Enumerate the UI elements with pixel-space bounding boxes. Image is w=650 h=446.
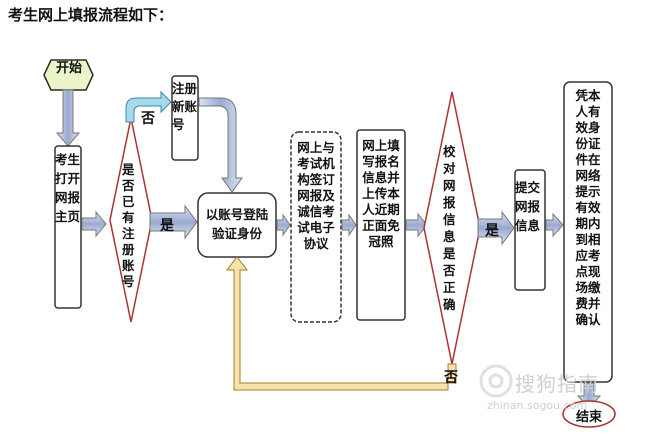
arrow-start-to-home xyxy=(55,89,81,147)
verify-label: 校对网报信息是否正确 xyxy=(443,144,456,312)
end-label: 结束 xyxy=(575,410,602,425)
arrow-newaccount-to-login xyxy=(198,97,243,193)
registered-decision xyxy=(109,117,153,323)
new-account-label: 注册新账号 xyxy=(172,81,198,132)
no-bottom-label: 否 xyxy=(444,370,458,386)
watermark-logo xyxy=(479,364,513,398)
arrow-agreement-to-fill xyxy=(341,213,357,237)
submit-box xyxy=(514,169,546,291)
pay-label: 凭本人有效身份证件在网络提示有效期内到相应考点现场缴费并确认 xyxy=(575,88,601,327)
fill-info-box xyxy=(356,129,406,321)
arrow-fill-to-verify xyxy=(405,212,428,238)
arrow-home-to-registered xyxy=(81,210,107,238)
watermark-url: zhinan.sogou.com xyxy=(487,399,588,412)
arrow-login-to-agreement xyxy=(276,213,291,237)
registered-label: 是否已有注册账号 xyxy=(122,162,135,289)
open-home-box xyxy=(54,145,82,309)
arrow-submit-to-pay xyxy=(545,212,564,238)
arrow-registered-yes xyxy=(149,204,198,240)
new-account-box xyxy=(171,75,199,161)
pay-box xyxy=(563,81,613,383)
arrow-verify-no-loop xyxy=(225,256,457,391)
fill-info-label: 网上填写报名信息并上传本人近期正面免冠照 xyxy=(362,138,400,249)
agreement-box xyxy=(290,131,342,323)
watermark-brand: 搜狗指南 xyxy=(515,372,599,396)
no-top-label: 否 xyxy=(141,111,155,127)
yes-right-label: 是 xyxy=(485,223,499,239)
end-node xyxy=(562,400,616,428)
agreement-label: 网上与考试机构签订网报及诚信考试电子协议 xyxy=(297,140,335,251)
submit-label: 提交网报信息 xyxy=(515,180,541,233)
arrow-registered-no xyxy=(125,90,172,123)
login-label: 以账号登陆验证身份 xyxy=(205,207,269,241)
start-node xyxy=(43,59,94,91)
page-title: 考生网上填报流程如下： xyxy=(8,6,174,24)
arrow-verify-yes xyxy=(477,210,515,246)
yes-mid-label: 是 xyxy=(160,218,174,234)
start-label: 开始 xyxy=(55,61,82,76)
open-home-label: 考生打开网报主页 xyxy=(55,152,81,224)
